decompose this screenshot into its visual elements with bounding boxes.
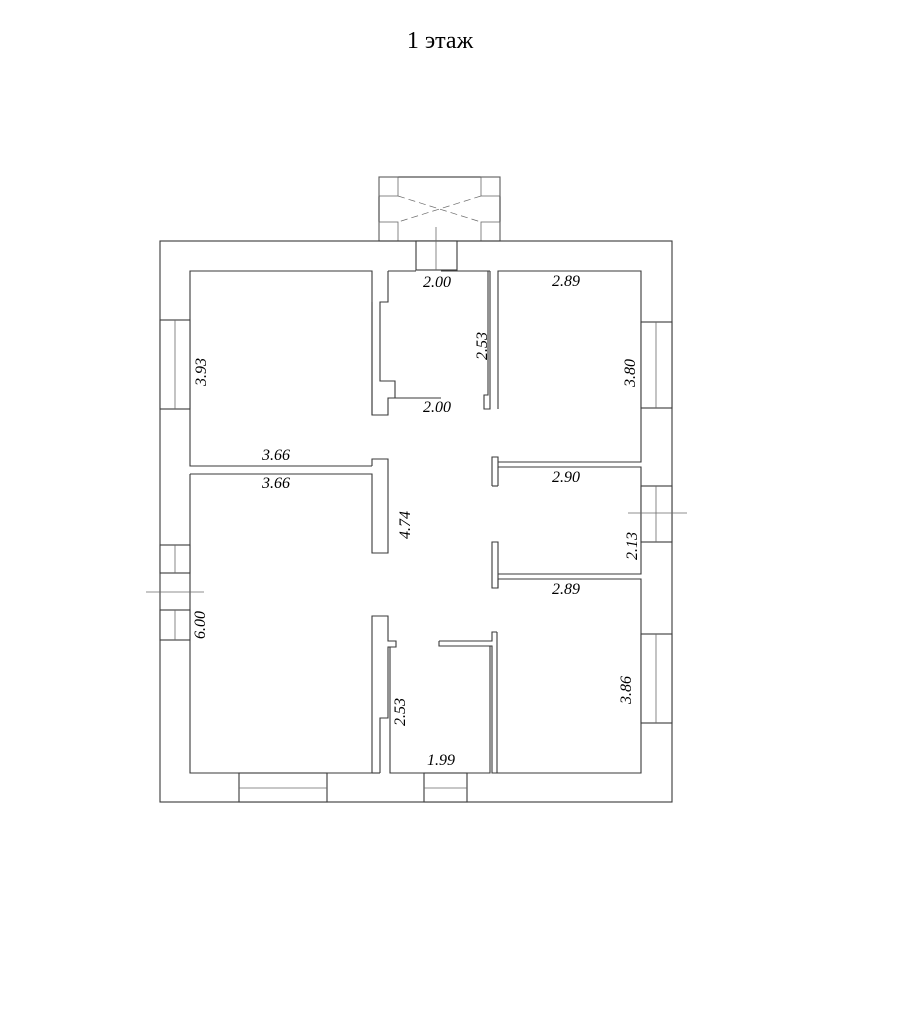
window-bottom-middle [423,772,468,803]
dim-vestibule-height: 2.53 [474,332,491,360]
dim-bathroom-width: 1.99 [427,752,455,769]
page-title: 1 этаж [406,28,474,54]
section-marks [146,512,687,593]
dim-vestibule-bottom-width: 2.00 [423,399,451,416]
dim-top-right-room-width: 2.89 [552,273,580,290]
dimension-labels: 3.93 3.66 2.00 2.53 2.00 2.89 3.80 3.66 … [192,273,641,769]
room-bottom-left [189,474,397,774]
room-bottom-right [496,578,642,774]
front-door [415,227,458,271]
dim-bathroom-height: 2.53 [392,698,409,726]
room-top-left [189,270,373,467]
room-top-right [497,270,642,463]
window-right-bottom [640,633,673,724]
dim-middle-right-room-width: 2.90 [552,469,580,486]
dim-top-left-room-height: 3.93 [193,358,210,387]
dim-vestibule-top-width: 2.00 [423,274,451,291]
dim-bottom-left-room-width: 3.66 [261,475,290,492]
dim-hall-length: 4.74 [397,511,414,539]
window-bottom-left [238,772,328,803]
room-middle-right [491,456,642,589]
entrance-porch [378,176,501,242]
dim-bottom-right-room-height: 3.86 [618,676,635,705]
dim-top-left-room-width: 3.66 [261,447,290,464]
exterior-walls [159,240,673,803]
windows [159,319,673,803]
window-right-middle [640,485,673,543]
rooms [189,270,642,774]
dim-top-right-room-height: 3.80 [622,359,639,388]
room-vestibule [371,302,441,416]
dim-bottom-left-room-height: 6.00 [192,611,209,639]
dim-middle-right-room-height: 2.13 [624,532,641,560]
window-right-top [640,321,673,409]
dim-bottom-right-room-width: 2.89 [552,581,580,598]
